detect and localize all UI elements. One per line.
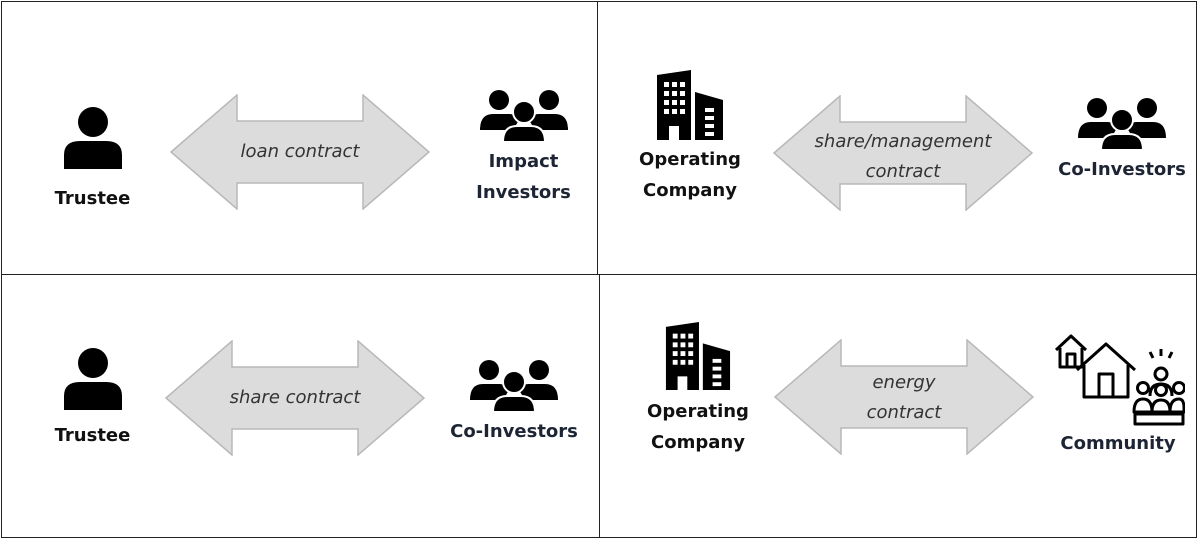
share-management-contract-label: share/management contract: [814, 131, 992, 182]
horizontal-divider: [1, 274, 1197, 275]
community-party: Community: [1048, 330, 1188, 459]
group-icon: [479, 90, 568, 142]
energy-contract-arrow: [774, 339, 1034, 455]
trustee-label: Trustee: [54, 188, 131, 209]
co-investors-party-top: Co-Investors: [1052, 96, 1192, 185]
group-icon: [1078, 98, 1166, 150]
co-investors-label-top: Co-Investors: [1058, 159, 1186, 180]
operating-company-party-bottom: Operating Company: [638, 322, 758, 458]
energy-contract-label: energy contract: [866, 372, 942, 423]
person-icon: [63, 107, 122, 169]
building-icon: [657, 70, 723, 140]
share-contract-arrow: [165, 340, 425, 456]
trustee-label-bottom: Trustee: [54, 425, 131, 446]
person-icon: [63, 348, 122, 410]
group-icon: [470, 360, 558, 412]
share-management-contract-arrow: [773, 95, 1033, 211]
loan-contract-arrow: [170, 94, 430, 210]
vertical-divider-top: [597, 1, 598, 275]
operating-company-label: Operating Company: [639, 149, 741, 201]
impact-investors-label: Impact Investors: [476, 151, 571, 203]
loan-contract-label: loan contract: [240, 141, 360, 162]
trustee-party: Trustee: [40, 105, 145, 214]
co-investors-label-bottom: Co-Investors: [450, 421, 578, 442]
co-investors-party-bottom: Co-Investors: [444, 358, 584, 447]
community-icon: [1054, 334, 1185, 426]
community-label: Community: [1060, 433, 1176, 454]
vertical-divider-bottom: [599, 275, 600, 538]
share-contract-label: share contract: [229, 387, 361, 408]
operating-company-party: Operating Company: [630, 70, 750, 206]
impact-investors-party: Impact Investors: [466, 88, 581, 208]
trustee-party-bottom: Trustee: [40, 346, 145, 451]
building-icon: [665, 322, 731, 390]
operating-company-label-bottom: Operating Company: [647, 401, 749, 453]
